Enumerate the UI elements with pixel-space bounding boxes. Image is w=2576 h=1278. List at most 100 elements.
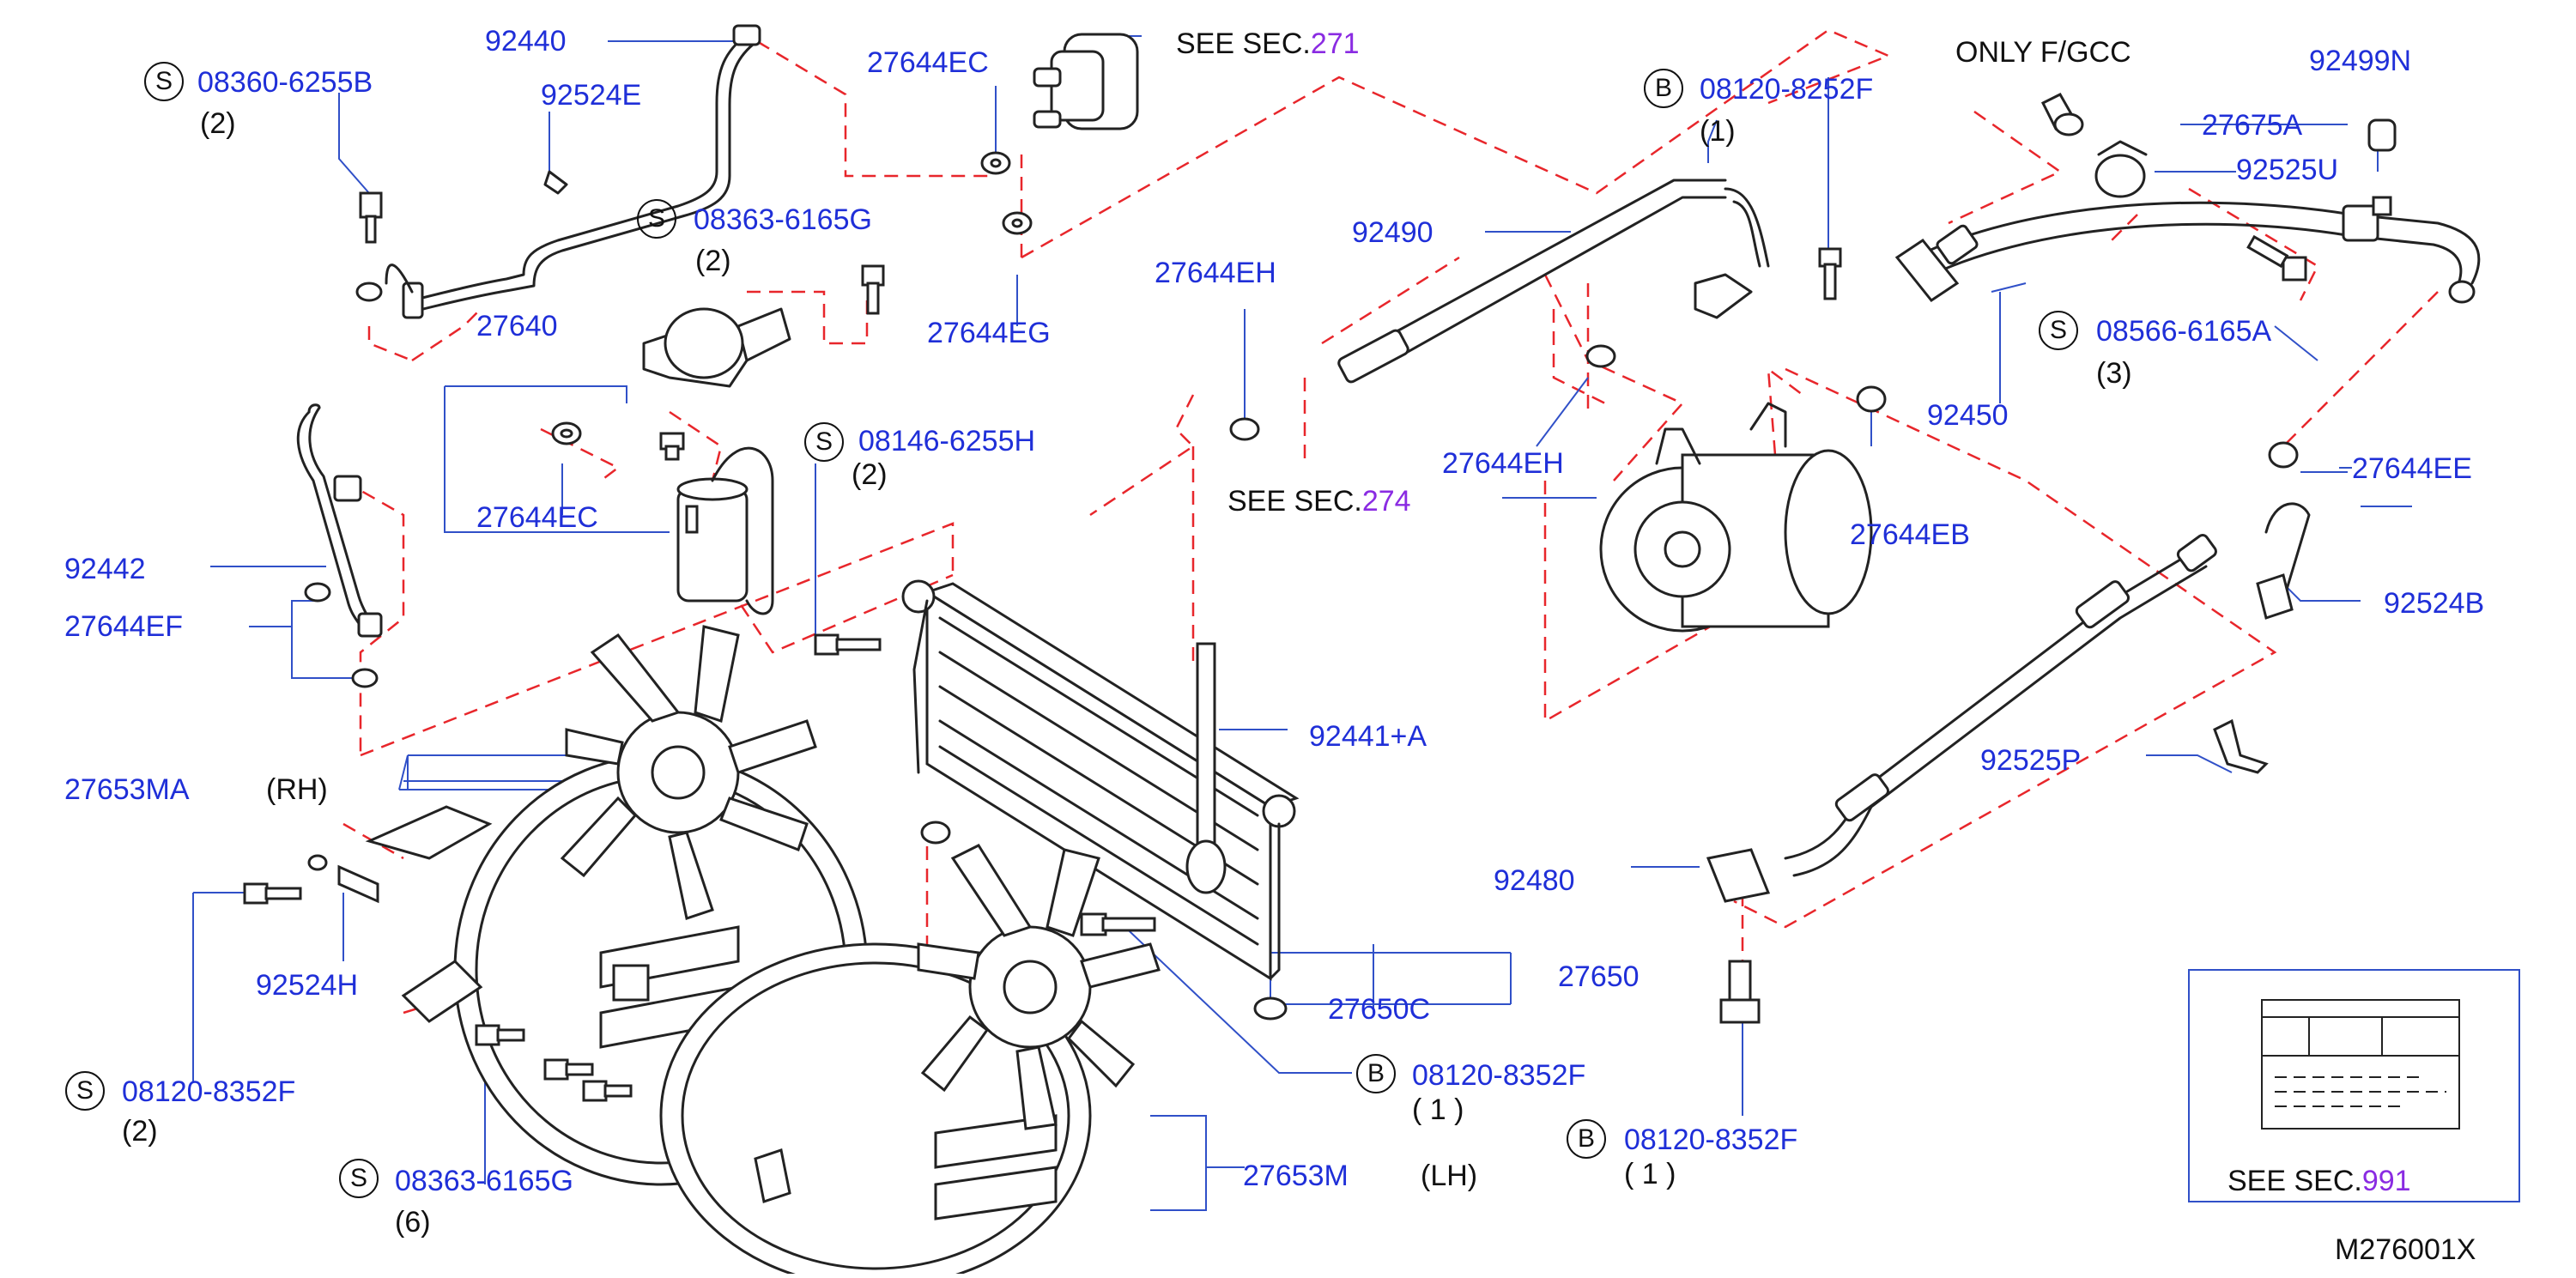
fan-blade-lh bbox=[917, 844, 1161, 1130]
label-27644EH-mid: 27644EH bbox=[1442, 447, 1564, 480]
bolt-part-number: 08120-8352F bbox=[1412, 1059, 1586, 1092]
bolt-type-s-marker: S bbox=[2039, 311, 2078, 350]
label-92440: 92440 bbox=[485, 25, 567, 58]
bolt-08360-6255B bbox=[359, 191, 383, 244]
label-lh: (LH) bbox=[1421, 1160, 1478, 1192]
label-27640: 27640 bbox=[476, 310, 558, 342]
bolt-08120-8252F bbox=[1818, 247, 1842, 300]
washers-27644EF bbox=[304, 582, 379, 688]
label-92490: 92490 bbox=[1352, 216, 1433, 249]
washer-27644EH-left bbox=[1229, 417, 1260, 441]
clamp-92525U bbox=[2094, 140, 2148, 198]
expansion-valve-connector bbox=[1033, 33, 1139, 130]
bolt-quantity: ( 1 ) bbox=[1412, 1093, 1464, 1126]
bolt-08120-8352F-condenser bbox=[1080, 912, 1156, 936]
note-see-sec-991: SEE SEC.991 bbox=[2227, 1166, 2411, 1196]
bolt-part-number: 08120-8252F bbox=[1700, 73, 1874, 106]
label-27653M: 27653M bbox=[1243, 1160, 1349, 1192]
label-92442: 92442 bbox=[64, 553, 146, 585]
label-92450: 92450 bbox=[1927, 399, 2009, 432]
washer-27644EC-top bbox=[355, 282, 383, 302]
washer-27650C bbox=[1253, 996, 1288, 1021]
bolt-type-s-marker: S bbox=[65, 1071, 105, 1111]
bolt-type-s-marker: S bbox=[339, 1159, 379, 1198]
bolt-type-b-marker: B bbox=[1567, 1119, 1606, 1159]
bracket-92525P bbox=[2213, 718, 2269, 774]
label-92525U: 92525U bbox=[2236, 154, 2339, 186]
clip-92524H bbox=[307, 854, 379, 904]
bolt-08363-6165G-top bbox=[861, 264, 885, 315]
bolt-part-number: 08146-6255H bbox=[858, 425, 1036, 457]
label-rh: (RH) bbox=[266, 773, 328, 806]
diagram-id-code: M276001X bbox=[2335, 1233, 2476, 1266]
label-92524E: 92524E bbox=[541, 79, 642, 112]
hose-92450 bbox=[1894, 201, 2481, 304]
bolt-quantity: (2) bbox=[122, 1115, 158, 1148]
label-92441A: 92441+A bbox=[1309, 720, 1427, 753]
bolt-27640 bbox=[659, 432, 685, 461]
pipe-92441A bbox=[1185, 642, 1227, 894]
label-27644EG: 27644EG bbox=[927, 317, 1051, 349]
bolts-fan-rh bbox=[243, 882, 633, 1102]
bolt-quantity: (6) bbox=[395, 1206, 431, 1239]
bolt-quantity: (2) bbox=[200, 107, 236, 140]
bolt-quantity: (2) bbox=[695, 245, 731, 277]
note-see-sec-991-num: 991 bbox=[2361, 1165, 2411, 1197]
bolt-quantity: (2) bbox=[852, 458, 888, 491]
receiver-dryer bbox=[676, 446, 774, 615]
bolt-part-number: 08360-6255B bbox=[197, 66, 373, 99]
bolt-type-s-marker: S bbox=[804, 422, 844, 462]
label-27644EB: 27644EB bbox=[1850, 518, 1970, 551]
bolt-08146-6255H bbox=[814, 633, 882, 656]
note-see-sec-991-prefix: SEE SEC. bbox=[2227, 1165, 2362, 1197]
compressor bbox=[1599, 402, 1873, 633]
bolt-08120-8352F-lower bbox=[1719, 960, 1761, 1024]
label-27650C: 27650C bbox=[1328, 993, 1431, 1026]
washer-27644EC-top-right bbox=[980, 151, 1011, 175]
bolt-quantity: ( 1 ) bbox=[1624, 1158, 1676, 1190]
label-27644EH-left: 27644EH bbox=[1155, 257, 1276, 289]
cap-92499N bbox=[2367, 118, 2397, 216]
bolt-type-b-marker: B bbox=[1644, 69, 1683, 108]
label-27675A: 27675A bbox=[2202, 109, 2303, 142]
washer-condenser-left bbox=[920, 821, 951, 845]
label-92499N: 92499N bbox=[2309, 45, 2412, 77]
note-see-sec-274-prefix: SEE SEC. bbox=[1227, 485, 1362, 518]
bolt-part-number: 08566-6165A bbox=[2096, 315, 2272, 348]
label-27644EC-mid: 27644EC bbox=[476, 501, 598, 534]
tie-92524B bbox=[2256, 502, 2311, 620]
label-92524H: 92524H bbox=[256, 969, 359, 1002]
clip-92524E bbox=[543, 170, 568, 195]
label-27650: 27650 bbox=[1558, 960, 1640, 993]
pipe-92442 bbox=[296, 403, 383, 638]
washer-27644EC-mid bbox=[551, 421, 582, 445]
label-92524B: 92524B bbox=[2384, 587, 2485, 620]
bolt-part-number: 08363-6165G bbox=[694, 203, 872, 236]
label-27644EF: 27644EF bbox=[64, 610, 183, 643]
bolt-type-s-marker: S bbox=[144, 62, 184, 101]
pipe-92440 bbox=[385, 24, 761, 319]
label-27653MA: 27653MA bbox=[64, 773, 190, 806]
washer-27644EE bbox=[2268, 441, 2299, 469]
bolt-part-number: 08363-6165G bbox=[395, 1165, 573, 1197]
clip-27675A bbox=[2040, 93, 2084, 136]
receiver-bracket-27640 bbox=[642, 307, 791, 388]
washer-27644EB bbox=[1856, 385, 1887, 413]
label-27644EC-top: 27644EC bbox=[867, 46, 989, 79]
bolt-part-number: 08120-8352F bbox=[1624, 1124, 1798, 1156]
fan-blade-rh bbox=[560, 625, 817, 920]
washer-27644EH-mid bbox=[1585, 344, 1616, 368]
sec-991-box bbox=[2188, 969, 2520, 1202]
label-27644EE: 27644EE bbox=[2352, 452, 2472, 485]
note-see-sec-274-num: 274 bbox=[1361, 485, 1411, 518]
note-see-sec-274: SEE SEC.274 bbox=[1227, 486, 1411, 517]
hose-92480 bbox=[1706, 533, 2217, 903]
note-only-gcc: ONLY F/GCC bbox=[1955, 36, 2131, 69]
washer-27644EG bbox=[1002, 211, 1033, 235]
label-92480: 92480 bbox=[1494, 864, 1575, 897]
bolt-quantity: (3) bbox=[2096, 357, 2132, 390]
bolt-08566-6165A bbox=[2246, 234, 2307, 282]
note-see-sec-271: SEE SEC.271 bbox=[1176, 28, 1360, 59]
